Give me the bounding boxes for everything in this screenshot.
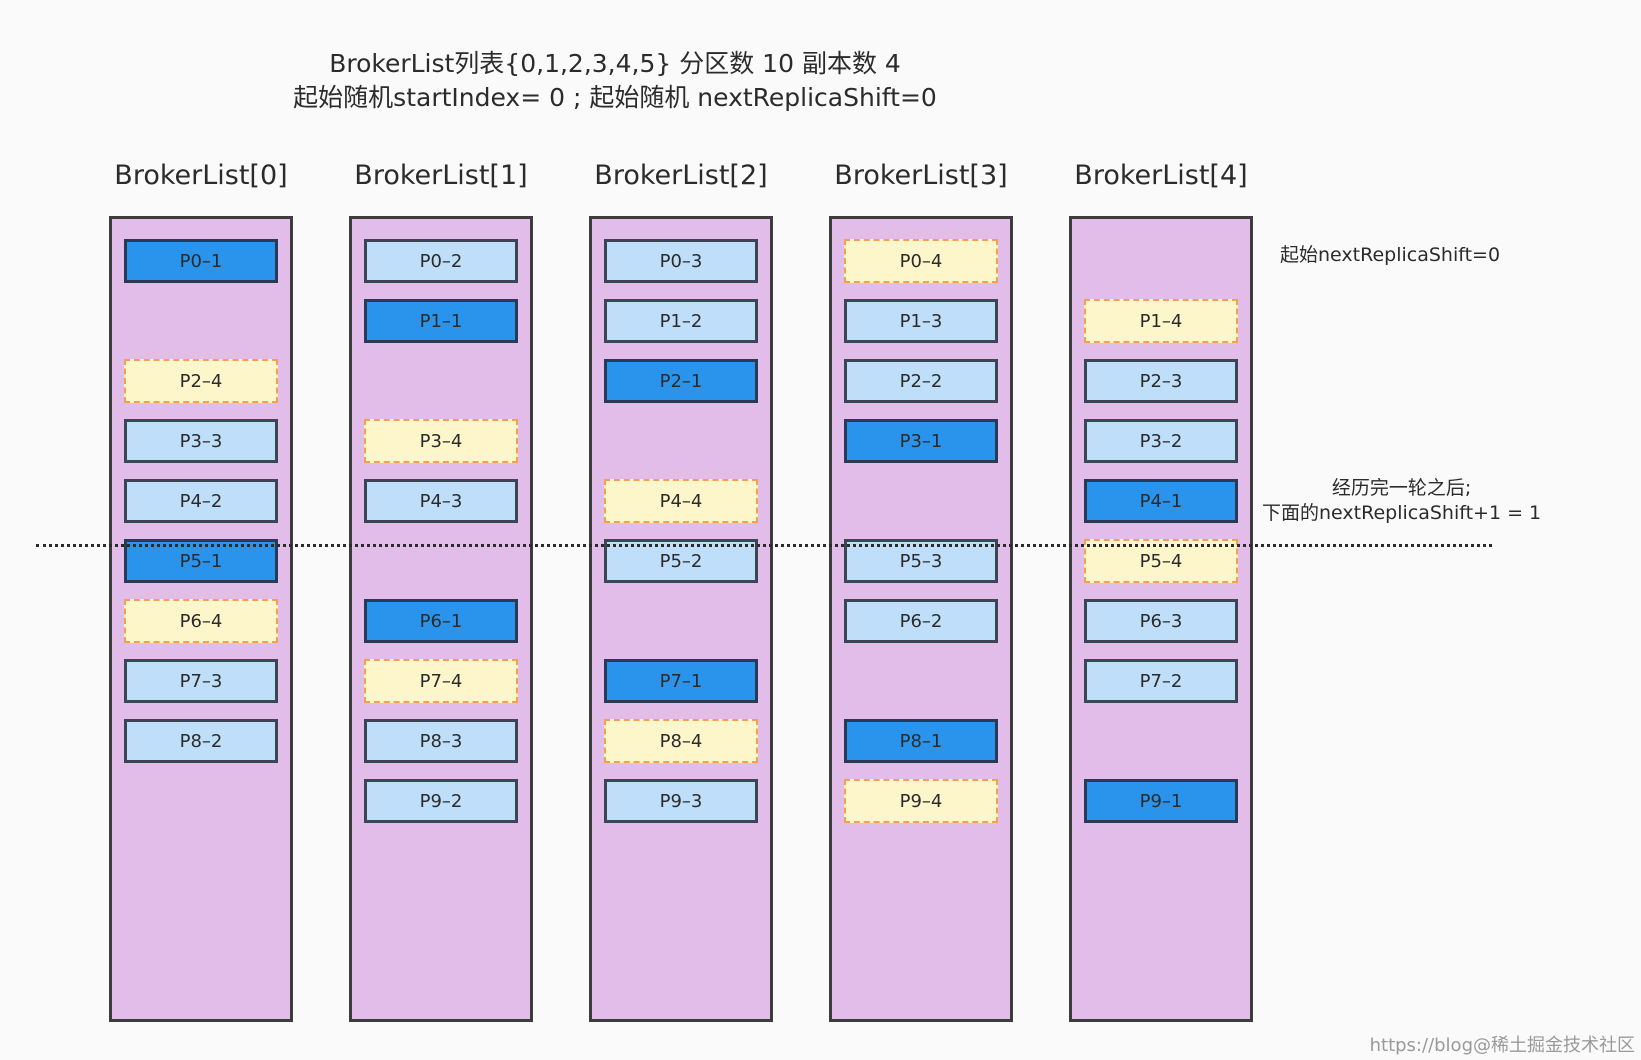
diagram-title-line-1: BrokerList列表{0,1,2,3,4,5} 分区数 10 副本数 4 [329,49,901,78]
partition-replica-cell: P9–3 [604,779,758,823]
partition-replica-cell: P6–3 [1084,599,1238,643]
broker-label-1: BrokerList[1] [354,160,528,191]
partition-replica-cell: P9–4 [844,779,998,823]
partition-replica-cell: P3–3 [124,419,278,463]
partition-replica-cell: P8–2 [124,719,278,763]
note-after-round-line-1: 经历完一轮之后; [1331,477,1472,499]
partition-replica-cell: P7–2 [1084,659,1238,703]
partition-replica-cell: P3–4 [364,419,518,463]
partition-replica-cell: P4–1 [1084,479,1238,523]
partition-replica-cell: P0–1 [124,239,278,283]
partition-replica-cell: P0–2 [364,239,518,283]
note-start-shift: 起始nextReplicaShift=0 [1280,244,1501,266]
partition-replica-cell: P6–1 [364,599,518,643]
partition-replica-cell: P2–2 [844,359,998,403]
partition-replica-cell: P2–3 [1084,359,1238,403]
partition-replica-cell: P7–4 [364,659,518,703]
partition-replica-cell: P9–1 [1084,779,1238,823]
partition-replica-cell: P4–4 [604,479,758,523]
partition-replica-cell: P4–3 [364,479,518,523]
broker-label-3: BrokerList[3] [834,160,1008,191]
note-after-round-line-2: 下面的nextReplicaShift+1 = 1 [1262,502,1542,524]
partition-replica-cell: P1–3 [844,299,998,343]
partition-replica-cell: P4–2 [124,479,278,523]
note-after-round: 经历完一轮之后; 下面的nextReplicaShift+1 = 1 [1262,476,1541,526]
partition-replica-cell: P8–3 [364,719,518,763]
partition-replica-cell: P1–1 [364,299,518,343]
partition-replica-cell: P6–2 [844,599,998,643]
watermark: https://blog@稀土掘金技术社区 [1369,1035,1635,1056]
partition-replica-cell: P0–4 [844,239,998,283]
diagram-title-line-2: 起始随机startIndex= 0 ; 起始随机 nextReplicaShif… [293,83,937,112]
partition-replica-cell: P3–2 [1084,419,1238,463]
partition-replica-cell: P6–4 [124,599,278,643]
round-divider-line [36,544,1492,547]
broker-label-4: BrokerList[4] [1074,160,1248,191]
partition-replica-cell: P7–3 [124,659,278,703]
partition-replica-cell: P8–4 [604,719,758,763]
broker-label-2: BrokerList[2] [594,160,768,191]
partition-replica-cell: P1–4 [1084,299,1238,343]
partition-replica-cell: P1–2 [604,299,758,343]
broker-label-0: BrokerList[0] [114,160,288,191]
partition-replica-cell: P9–2 [364,779,518,823]
partition-replica-cell: P2–1 [604,359,758,403]
partition-replica-cell: P0–3 [604,239,758,283]
partition-replica-cell: P7–1 [604,659,758,703]
partition-replica-cell: P3–1 [844,419,998,463]
partition-replica-cell: P8–1 [844,719,998,763]
partition-replica-cell: P2–4 [124,359,278,403]
